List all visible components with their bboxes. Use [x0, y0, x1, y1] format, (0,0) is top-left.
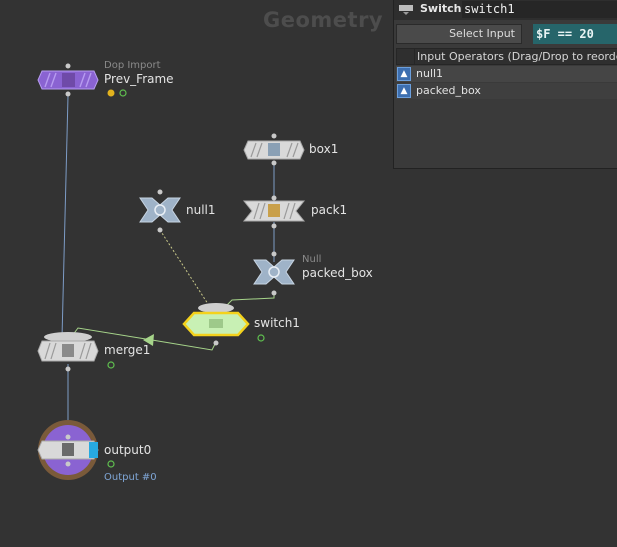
- warning-icon: [107, 89, 115, 97]
- output-flag-icon: [119, 89, 127, 97]
- box-icon: [268, 143, 280, 156]
- select-input-button[interactable]: Select Input: [396, 24, 522, 44]
- wire-prev-frame-merge1: [61, 95, 69, 339]
- switch-node-icon: [399, 5, 413, 15]
- node-name-box1[interactable]: box1: [309, 142, 339, 156]
- dop-import-icon: [62, 73, 75, 87]
- pack-icon: [268, 204, 280, 217]
- output-index-label: Output #0: [104, 472, 157, 483]
- node-name-pack1[interactable]: pack1: [311, 203, 348, 217]
- merge-icon: [62, 344, 74, 357]
- select-input-expression-field[interactable]: $F == 20: [533, 24, 617, 44]
- node-prev-frame[interactable]: [37, 63, 127, 97]
- switch-icon: [209, 319, 223, 328]
- node-name-merge1[interactable]: merge1: [104, 343, 151, 357]
- panel-node-type: Switch: [420, 2, 462, 15]
- node-name-packed-box[interactable]: packed_box: [302, 266, 373, 280]
- output-icon: [62, 443, 74, 456]
- node-box1[interactable]: [243, 133, 305, 166]
- node-packed-box[interactable]: [253, 251, 295, 296]
- input-operators-header-label: Input Operators (Drag/Drop to reorder): [417, 50, 617, 63]
- wire-arrow-icon: [143, 334, 154, 346]
- output-flag-icon: [107, 460, 115, 468]
- input-operator-row[interactable]: ▲ null1: [396, 66, 617, 82]
- null-icon: [268, 266, 280, 278]
- panel-header: Switch switch1: [394, 0, 617, 20]
- input-operators-header: Input Operators (Drag/Drop to reorder): [396, 48, 617, 65]
- node-switch1[interactable]: [182, 303, 265, 346]
- input-operator-row[interactable]: ▲ packed_box: [396, 83, 617, 99]
- arrow-up-icon[interactable]: ▲: [397, 67, 411, 81]
- node-name-prev-frame[interactable]: Prev_Frame: [104, 72, 174, 86]
- input-operator-name: packed_box: [416, 84, 481, 97]
- column-toggle[interactable]: [397, 49, 415, 64]
- node-name-field[interactable]: switch1: [462, 1, 617, 18]
- input-operator-name: null1: [416, 67, 444, 80]
- display-flag[interactable]: [89, 442, 98, 458]
- wire-null1-switch1-inactive: [159, 229, 209, 305]
- node-name-output0[interactable]: output0: [104, 443, 152, 457]
- parameter-panel: Switch switch1 Select Input $F == 20 Inp…: [393, 0, 617, 169]
- node-output0[interactable]: [37, 420, 115, 480]
- output-flag-icon: [257, 334, 265, 342]
- node-type-label: Dop Import: [104, 60, 161, 71]
- node-type-label: Null: [302, 254, 322, 265]
- output-flag-icon: [107, 361, 115, 369]
- node-name-null1[interactable]: null1: [186, 203, 216, 217]
- node-null1[interactable]: [139, 189, 181, 233]
- node-merge1[interactable]: [37, 332, 115, 372]
- null-icon: [154, 204, 166, 216]
- network-context-title: Geometry: [263, 8, 384, 32]
- arrow-up-icon[interactable]: ▲: [397, 84, 411, 98]
- node-pack1[interactable]: [242, 195, 306, 229]
- node-name-switch1[interactable]: switch1: [254, 316, 300, 330]
- input-operators-list-empty-area[interactable]: [396, 100, 617, 166]
